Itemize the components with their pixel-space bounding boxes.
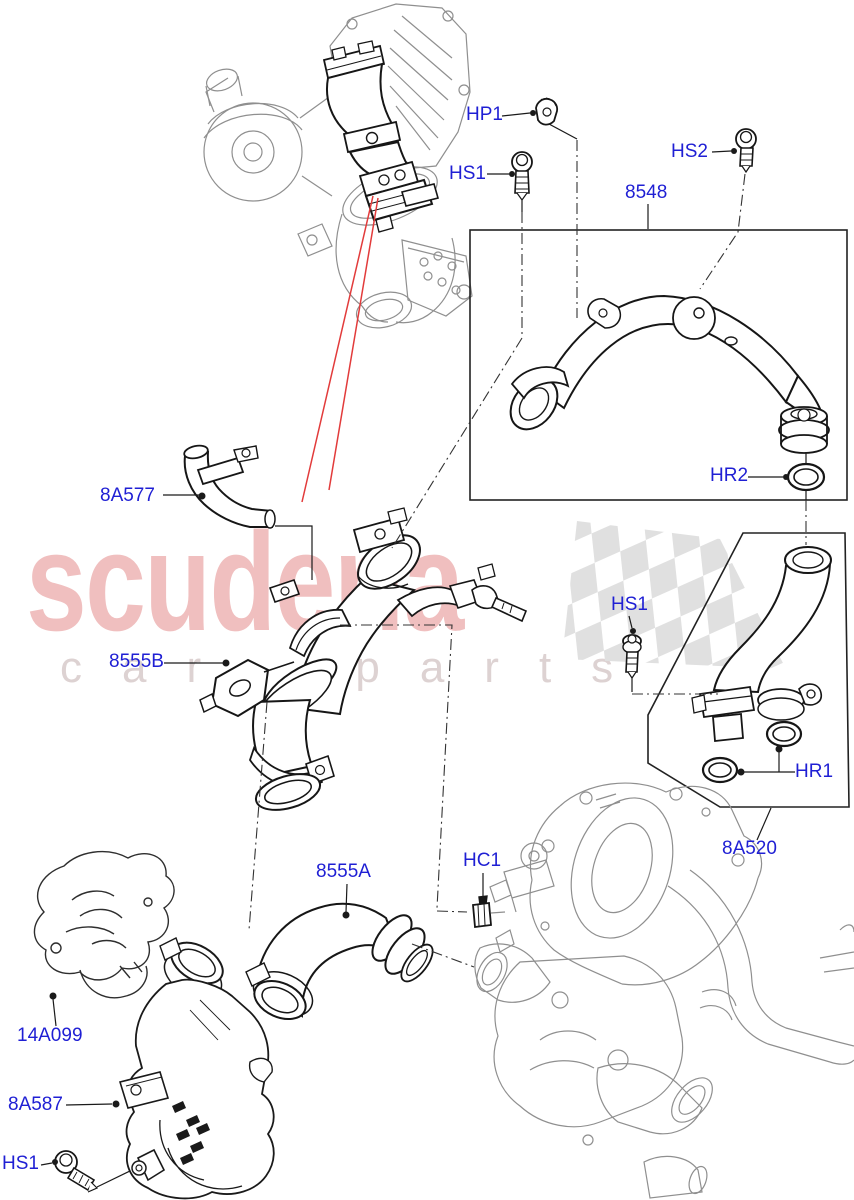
callout-hs1-bottom[interactable]: HS1 xyxy=(2,1153,39,1174)
box-8a520 xyxy=(647,532,850,808)
bolt-hs1-top-art xyxy=(511,151,533,202)
hose-8a577-art xyxy=(183,444,276,529)
plug-hp1-art xyxy=(535,97,559,126)
bolt-hs2-art xyxy=(735,128,757,174)
callout-8548[interactable]: 8548 xyxy=(625,182,668,203)
callout-8a587[interactable]: 8A587 xyxy=(8,1094,63,1115)
callout-hc1[interactable]: HC1 xyxy=(463,850,502,871)
pipe-8a520-art xyxy=(691,546,832,742)
pipe-8548-art xyxy=(509,294,830,454)
oring-hr1-art xyxy=(701,720,803,784)
callout-8a520[interactable]: 8A520 xyxy=(722,838,777,859)
hose-top-highlight xyxy=(322,40,439,233)
checkered-flag-watermark xyxy=(562,521,786,669)
clip-hc1-art xyxy=(472,895,492,929)
pipe-8555b-art xyxy=(199,507,528,811)
callout-hr2[interactable]: HR2 xyxy=(710,465,749,486)
callout-hs1-mid[interactable]: HS1 xyxy=(611,594,648,615)
callout-8555b[interactable]: 8555B xyxy=(109,651,164,672)
callout-hs2[interactable]: HS2 xyxy=(671,141,708,162)
callout-hs1-top[interactable]: HS1 xyxy=(449,163,486,184)
red-leader-lines xyxy=(301,195,379,503)
callout-8555a[interactable]: 8555A xyxy=(316,861,371,882)
dash-dot-lines xyxy=(248,140,807,968)
callout-8a577[interactable]: 8A577 xyxy=(100,485,155,506)
box-8548 xyxy=(469,229,848,501)
callout-14a099[interactable]: 14A099 xyxy=(17,1025,83,1046)
leader-lines xyxy=(40,110,807,1188)
engine-bottom-illustration xyxy=(474,782,854,1199)
hose-8555a-art xyxy=(245,902,434,1021)
callout-hp1[interactable]: HP1 xyxy=(466,104,503,125)
housing-8a587-art xyxy=(118,937,275,1200)
cover-14a099-art xyxy=(33,850,175,999)
callout-hr1[interactable]: HR1 xyxy=(795,761,834,782)
